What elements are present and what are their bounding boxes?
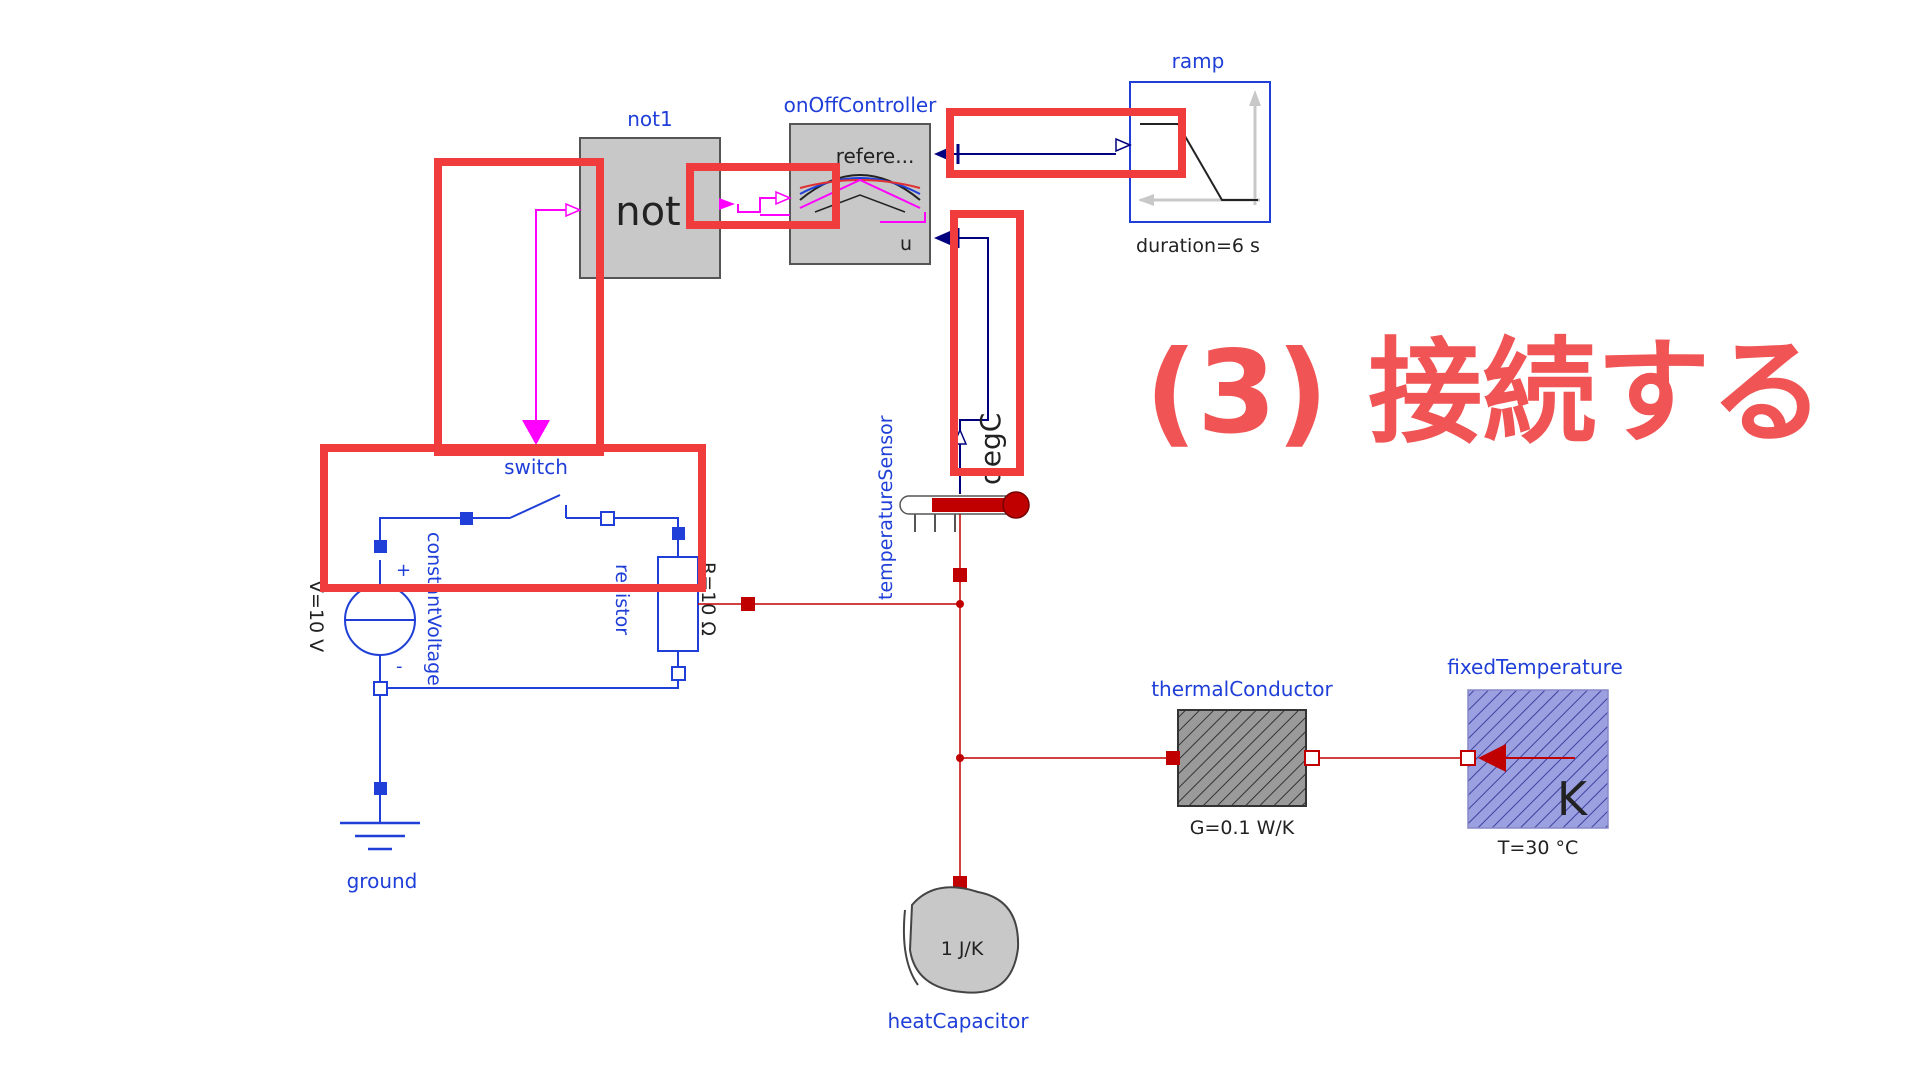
step-headline: (3) 接続する	[1145, 326, 1824, 459]
constantvoltage-plus: +	[396, 560, 411, 581]
constantvoltage-name: constantVoltage	[423, 532, 445, 686]
constantvoltage-param: V=10 V	[305, 580, 327, 652]
highlight-controller-not-connection	[686, 163, 840, 229]
ramp-name: ramp	[1172, 49, 1225, 73]
ramp-block[interactable]: ramp duration=6 s	[1115, 49, 1271, 257]
fixedtemperature-icon-text: K	[1557, 772, 1589, 826]
heatcapacitor-name: heatCapacitor	[887, 1009, 1029, 1033]
controller-to-not-connection	[737, 197, 776, 213]
fixedtemperature-param: T=30 °C	[1497, 837, 1579, 859]
fixedtemperature-name: fixedTemperature	[1447, 655, 1623, 679]
resistor-name: resistor	[611, 564, 633, 635]
electrical-wire-top	[379, 517, 460, 540]
not-to-switch-connection	[535, 209, 566, 420]
sensor-to-u-connection	[952, 237, 989, 432]
thermalconductor-block[interactable]: thermalConductor G=0.1 W/K	[1151, 677, 1333, 839]
not1-icon-text: not	[615, 189, 681, 235]
fixedtemperature-block[interactable]: fixedTemperature K T=30 °C	[1447, 655, 1623, 859]
highlight-ramp-connection	[946, 108, 1186, 178]
switch-name: switch	[504, 455, 568, 479]
not1-block[interactable]: not1 not	[565, 107, 735, 279]
ramp-param: duration=6 s	[1136, 235, 1260, 257]
constantvoltage-minus: -	[396, 656, 403, 677]
electrical-wire-bottom	[387, 680, 679, 689]
heatcapacitor-icon-text: 1 J/K	[941, 938, 984, 960]
onoffcontroller-reference-label: refere...	[836, 144, 915, 168]
switch-block[interactable]: switch	[460, 455, 615, 526]
highlight-not-switch-connection	[434, 158, 604, 456]
ground-name: ground	[347, 869, 418, 893]
highlight-switch	[320, 444, 706, 592]
constantvoltage-block[interactable]: + - constantVoltage V=10 V	[305, 532, 445, 696]
thermalconductor-param: G=0.1 W/K	[1190, 817, 1295, 839]
onoffcontroller-u-label: u	[900, 233, 912, 255]
onoffcontroller-block[interactable]: onOffController refere... u	[775, 93, 950, 265]
connection-highlights	[320, 108, 1186, 592]
highlight-sensor-connection	[950, 210, 1024, 476]
not1-name: not1	[627, 107, 672, 131]
onoffcontroller-name: onOffController	[784, 93, 938, 117]
ground-block[interactable]: ground	[340, 782, 420, 893]
heatcapacitor-block[interactable]: 1 J/K heatCapacitor	[887, 876, 1029, 1033]
temperaturesensor-name: temperatureSensor	[875, 415, 897, 600]
resistor-block[interactable]: resistor R=10 Ω	[611, 527, 755, 681]
thermalconductor-name: thermalConductor	[1151, 677, 1333, 701]
